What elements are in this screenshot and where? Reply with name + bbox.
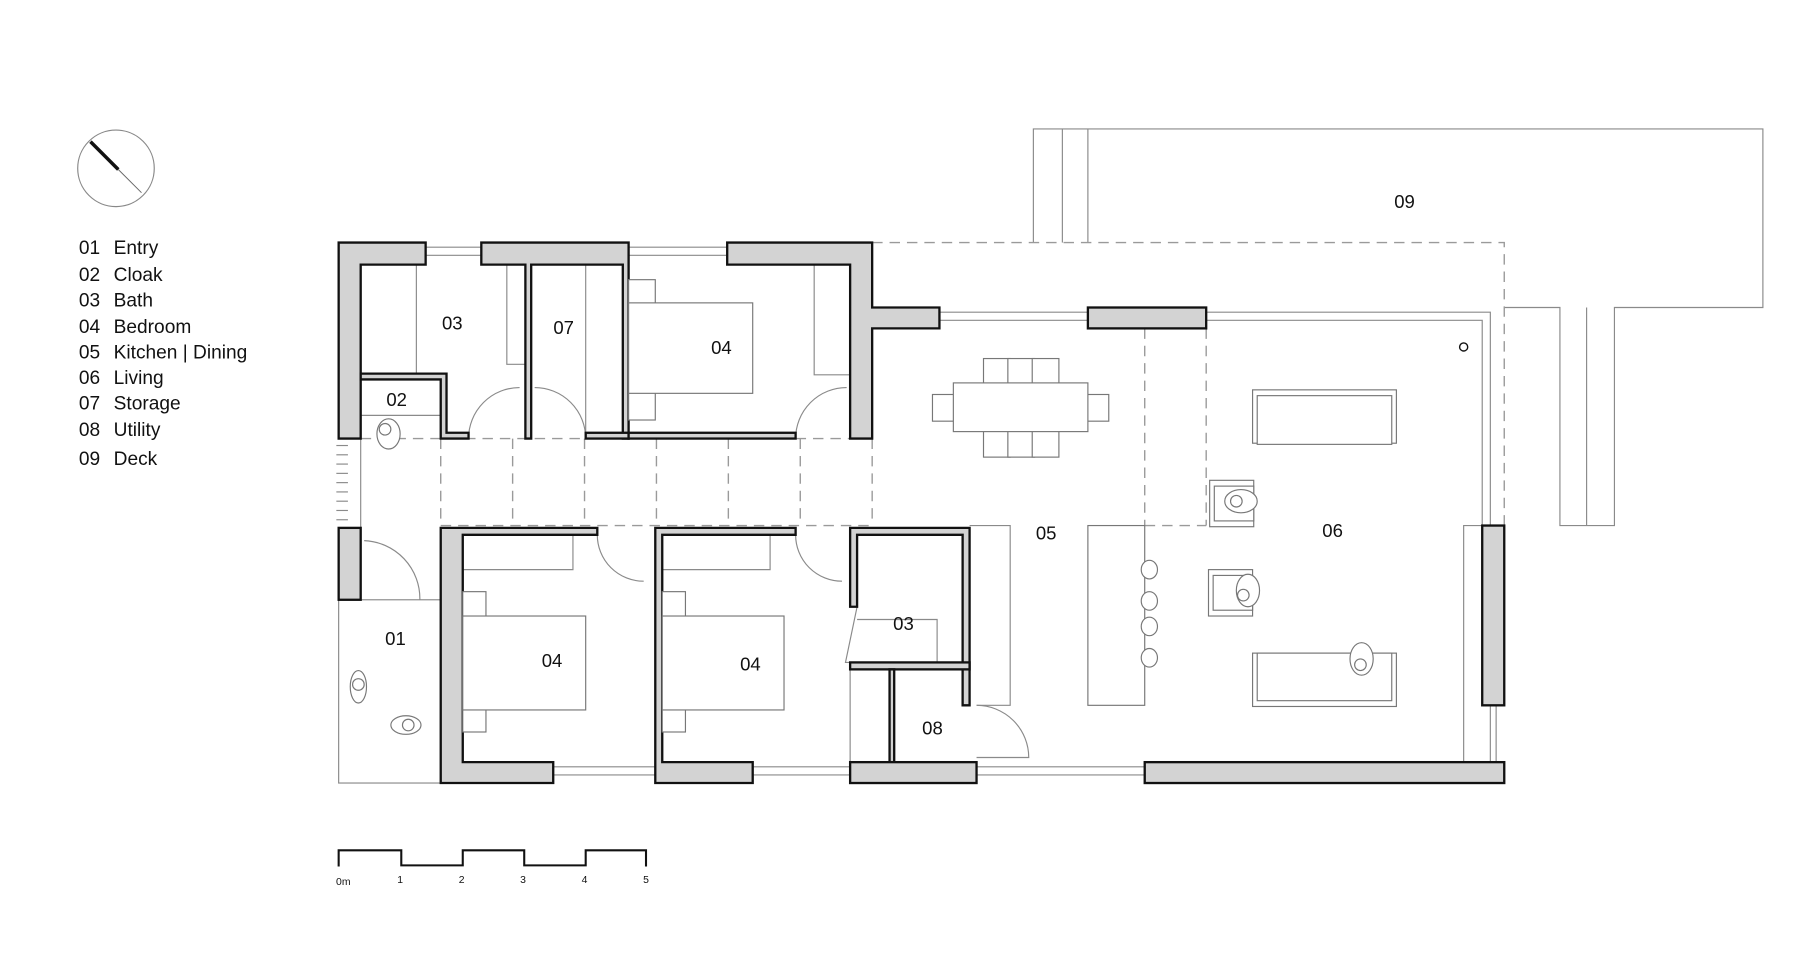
legend-num: 07 <box>79 394 100 415</box>
scale-label: 3 <box>520 875 526 886</box>
sofa-north <box>1251 389 1397 445</box>
legend-num: 08 <box>79 420 100 441</box>
svg-text:01: 01 <box>79 238 100 259</box>
legend-name: Kitchen | Dining <box>114 343 248 364</box>
room-label-living: 06 <box>1322 520 1343 541</box>
person-icon <box>1349 642 1374 676</box>
deck <box>1032 128 1764 527</box>
room-label-bedroom: 04 <box>542 650 563 671</box>
bed-north <box>628 279 754 421</box>
kitchen-island <box>1087 524 1146 706</box>
room-label-kitchen-dining: 05 <box>1036 522 1057 543</box>
bed-sw <box>462 591 587 733</box>
legend-name: Bath <box>114 290 153 311</box>
scale-label: 4 <box>582 875 588 886</box>
scale-label: 0m <box>336 877 350 888</box>
person-icon <box>349 669 368 704</box>
legend-num: 06 <box>79 368 100 389</box>
legend-name: Cloak <box>114 265 163 286</box>
room-label-utility: 08 <box>922 717 943 738</box>
bar-stools <box>1140 559 1159 668</box>
legend-name: Utility <box>114 420 161 441</box>
room-label-bath: 03 <box>442 313 463 334</box>
door-swings <box>364 386 1030 759</box>
scale-bar: 0m 1 2 3 4 5 <box>336 849 649 888</box>
legend-name: Living <box>114 368 164 389</box>
legend-num: 02 <box>79 265 100 286</box>
legend-num: 03 <box>79 290 100 311</box>
column-icon <box>1458 342 1469 352</box>
legend-name: Deck <box>114 449 158 470</box>
room-label-bedroom: 04 <box>711 337 732 358</box>
dining-table <box>931 357 1110 458</box>
person-icon <box>1235 573 1261 608</box>
person-icon <box>390 715 422 735</box>
legend-num: 09 <box>79 449 100 470</box>
room-label-deck: 09 <box>1394 191 1415 212</box>
legend-name: Entry <box>114 238 159 259</box>
furniture <box>349 279 1469 735</box>
walls <box>337 241 1506 785</box>
entry-steps <box>336 444 348 521</box>
scale-label: 5 <box>643 875 649 886</box>
room-label-storage: 07 <box>553 317 574 338</box>
legend-num: 04 <box>79 317 101 338</box>
room-labels: 03 07 04 02 01 04 04 03 08 05 06 09 <box>385 191 1415 739</box>
windows-and-outlines <box>336 246 1505 784</box>
legend-name: Bedroom <box>114 317 192 338</box>
room-label-cloak: 02 <box>386 389 407 410</box>
sofa-south <box>1251 652 1397 708</box>
legend: 01 Entry 02 Cloak 03 Bath 04 Bedroom 05 Kitch… <box>79 238 247 470</box>
person-icon <box>376 418 401 450</box>
legend-num: 05 <box>79 343 100 364</box>
legend-name: Storage <box>114 394 181 415</box>
room-label-bath: 03 <box>893 613 914 634</box>
room-label-entry: 01 <box>385 628 406 649</box>
room-label-bedroom: 04 <box>740 654 761 675</box>
scale-label: 1 <box>397 875 403 886</box>
north-arrow-icon <box>77 129 155 208</box>
scale-label: 2 <box>459 875 465 886</box>
person-icon <box>1224 489 1258 514</box>
legend-num: 01 <box>79 238 100 259</box>
bed-s <box>661 591 785 733</box>
